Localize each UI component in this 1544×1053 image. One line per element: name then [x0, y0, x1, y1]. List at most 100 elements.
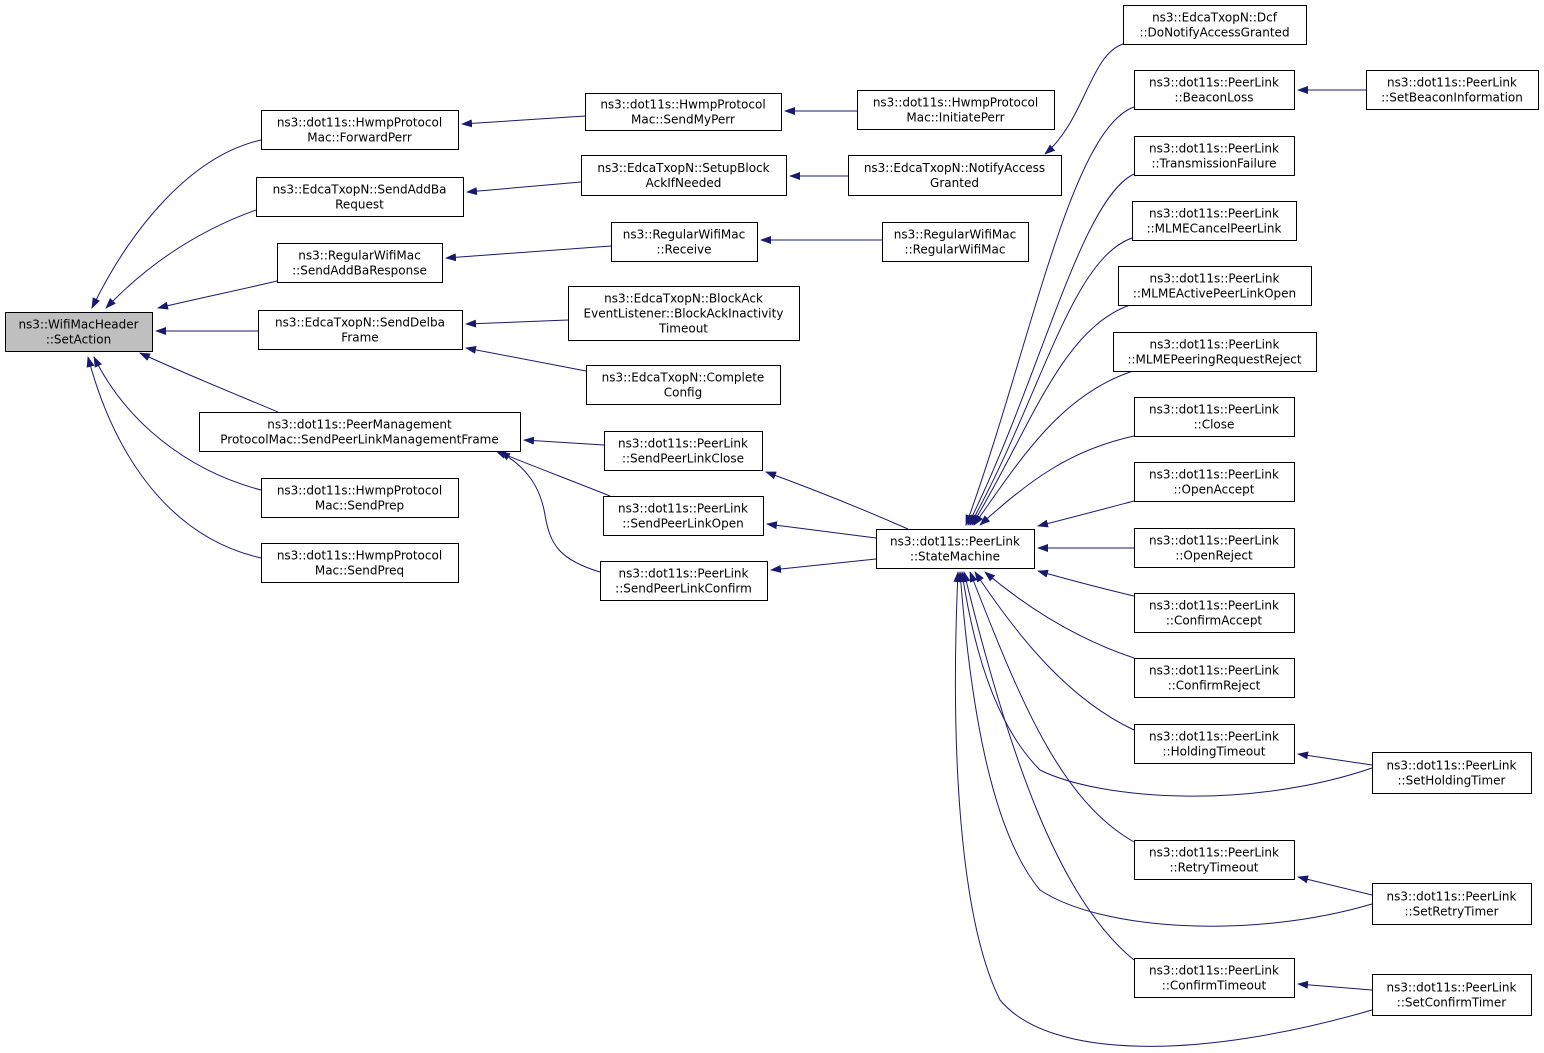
node-setaction[interactable]: ns3::WifiMacHeader::SetAction — [5, 312, 153, 352]
node-openaccept[interactable]: ns3::dot11s::PeerLink::OpenAccept — [1134, 462, 1295, 502]
edge-setretry-to-statemachine — [956, 571, 1373, 927]
edge-arrow — [495, 450, 611, 497]
node-label-line: ns3::dot11s::PeerLink — [890, 535, 1020, 549]
node-label-line: ::BeaconLoss — [1175, 91, 1254, 105]
node-label-line: ::RetryTimeout — [1169, 861, 1258, 875]
node-close[interactable]: ns3::dot11s::PeerLink::Close — [1134, 397, 1295, 437]
node-box — [5, 312, 153, 352]
node-label-line: ::MLMECancelPeerLink — [1147, 222, 1282, 236]
edge-blockack-to-senddelba — [465, 319, 569, 328]
node-txfailure[interactable]: ns3::dot11s::PeerLink::TransmissionFailu… — [1134, 136, 1295, 176]
edge-arrow — [979, 435, 1135, 526]
edges-layer — [86, 43, 1373, 1047]
node-initiateperr[interactable]: ns3::dot11s::HwmpProtocolMac::InitiatePe… — [857, 90, 1055, 130]
node-label-line: ns3::dot11s::PeerLink — [1387, 981, 1517, 995]
node-setholding[interactable]: ns3::dot11s::PeerLink::SetHoldingTimer — [1372, 752, 1532, 794]
edge-arrow — [965, 106, 1135, 526]
node-label-line: ::HoldingTimeout — [1163, 745, 1266, 759]
node-label-line: ::SendPeerLinkOpen — [622, 517, 743, 531]
node-setconfirm[interactable]: ns3::dot11s::PeerLink::SetConfirmTimer — [1372, 974, 1532, 1016]
edge-mlmeactive-to-statemachine — [971, 304, 1131, 526]
node-box — [1134, 958, 1295, 998]
node-retrytimeout[interactable]: ns3::dot11s::PeerLink::RetryTimeout — [1134, 840, 1295, 880]
node-label-line: ns3::dot11s::PeerLink — [619, 567, 749, 581]
node-box — [1134, 462, 1295, 502]
node-label-line: ns3::dot11s::PeerLink — [1149, 142, 1279, 156]
node-label-line: ns3::EdcaTxopN::NotifyAccess — [864, 161, 1045, 175]
node-confirmtimeout[interactable]: ns3::dot11s::PeerLink::ConfirmTimeout — [1134, 958, 1295, 998]
node-label-line: ns3::dot11s::PeerLink — [1149, 403, 1279, 417]
node-box — [604, 431, 763, 471]
node-sendaddbaresp[interactable]: ns3::RegularWifiMac::SendAddBaResponse — [277, 243, 443, 283]
edge-openaccept-to-statemachine — [1037, 500, 1135, 528]
node-label-line: Request — [335, 198, 384, 212]
node-box — [1134, 136, 1295, 176]
node-label-line: Timeout — [658, 322, 708, 336]
node-label-line: ::OpenReject — [1175, 549, 1253, 563]
node-mlmecancel[interactable]: ns3::dot11s::PeerLink::MLMECancelPeerLin… — [1132, 201, 1297, 241]
node-box — [586, 365, 781, 405]
node-box — [585, 93, 782, 131]
node-box — [1132, 201, 1297, 241]
node-label-line: ::OpenAccept — [1173, 483, 1254, 497]
node-sendplclose[interactable]: ns3::dot11s::PeerLink::SendPeerLinkClose — [604, 431, 763, 471]
node-label-line: ::Close — [1194, 418, 1235, 432]
node-sendplmf[interactable]: ns3::dot11s::PeerManagementProtocolMac::… — [199, 412, 521, 452]
node-label-line: ns3::dot11s::PeerLink — [1149, 468, 1279, 482]
node-box — [1372, 883, 1532, 925]
node-blockack[interactable]: ns3::EdcaTxopN::BlockAckEventListener::B… — [568, 286, 800, 341]
node-box — [277, 243, 443, 283]
node-donotify[interactable]: ns3::EdcaTxopN::Dcf::DoNotifyAccessGrant… — [1123, 5, 1307, 45]
edge-setholding-to-holdingtimeout — [1297, 751, 1373, 766]
node-confirmaccept[interactable]: ns3::dot11s::PeerLink::ConfirmAccept — [1134, 593, 1295, 633]
node-holdingtimeout[interactable]: ns3::dot11s::PeerLink::HoldingTimeout — [1134, 724, 1295, 764]
node-setretry[interactable]: ns3::dot11s::PeerLink::SetRetryTimer — [1372, 883, 1532, 925]
node-label-line: ns3::dot11s::PeerLink — [1387, 890, 1517, 904]
node-sendplconfirm[interactable]: ns3::dot11s::PeerLink::SendPeerLinkConfi… — [600, 561, 768, 601]
edge-arrow — [1297, 875, 1373, 896]
edge-arrow — [956, 571, 1373, 927]
edge-arrow — [969, 237, 1133, 526]
node-box — [1113, 332, 1317, 372]
node-box — [882, 222, 1029, 262]
node-openreject[interactable]: ns3::dot11s::PeerLink::OpenReject — [1134, 528, 1295, 568]
node-label-line: ns3::RegularWifiMac — [623, 228, 745, 242]
node-label-line: ::ConfirmAccept — [1166, 614, 1263, 628]
node-mlmepeering[interactable]: ns3::dot11s::PeerLink::MLMEPeeringReques… — [1113, 332, 1317, 372]
node-regularwifimac[interactable]: ns3::RegularWifiMac::RegularWifiMac — [882, 222, 1029, 262]
edge-holdingtimeout-to-statemachine — [974, 571, 1135, 731]
node-notifyaccess[interactable]: ns3::EdcaTxopN::NotifyAccessGranted — [848, 155, 1062, 196]
edge-arrow — [1044, 43, 1124, 155]
node-forwardperr[interactable]: ns3::dot11s::HwmpProtocolMac::ForwardPer… — [261, 110, 459, 150]
node-label-line: ns3::EdcaTxopN::Complete — [602, 371, 765, 385]
edge-arrow — [971, 304, 1131, 526]
node-box — [1134, 528, 1295, 568]
node-label-line: Mac::SendPreq — [315, 564, 404, 578]
node-label-line: ns3::dot11s::PeerLink — [1149, 207, 1279, 221]
node-box — [256, 177, 464, 217]
node-box — [1134, 724, 1295, 764]
node-sendplopen[interactable]: ns3::dot11s::PeerLink::SendPeerLinkOpen — [603, 496, 764, 536]
node-beaconloss[interactable]: ns3::dot11s::PeerLink::BeaconLoss — [1134, 70, 1295, 110]
node-box — [1134, 658, 1295, 698]
node-receive[interactable]: ns3::RegularWifiMac::Receive — [611, 222, 758, 262]
node-box — [1366, 70, 1539, 110]
edge-sendplopen-to-sendplmf — [495, 450, 611, 497]
node-statemachine[interactable]: ns3::dot11s::PeerLink::StateMachine — [876, 529, 1035, 569]
node-confirmreject[interactable]: ns3::dot11s::PeerLink::ConfirmReject — [1134, 658, 1295, 698]
node-mlmeactive[interactable]: ns3::dot11s::PeerLink::MLMEActivePeerLin… — [1118, 266, 1312, 306]
node-setbeacon[interactable]: ns3::dot11s::PeerLink::SetBeaconInformat… — [1366, 70, 1539, 110]
node-label-line: ns3::dot11s::HwmpProtocol — [600, 98, 765, 112]
node-label-line: Granted — [930, 176, 979, 190]
node-label-line: ns3::dot11s::PeerLink — [1149, 664, 1279, 678]
edge-sendmyperr-to-forwardperr — [461, 115, 586, 128]
node-label-line: ::SetConfirmTimer — [1397, 996, 1506, 1010]
node-label-line: ::RegularWifiMac — [905, 243, 1006, 257]
